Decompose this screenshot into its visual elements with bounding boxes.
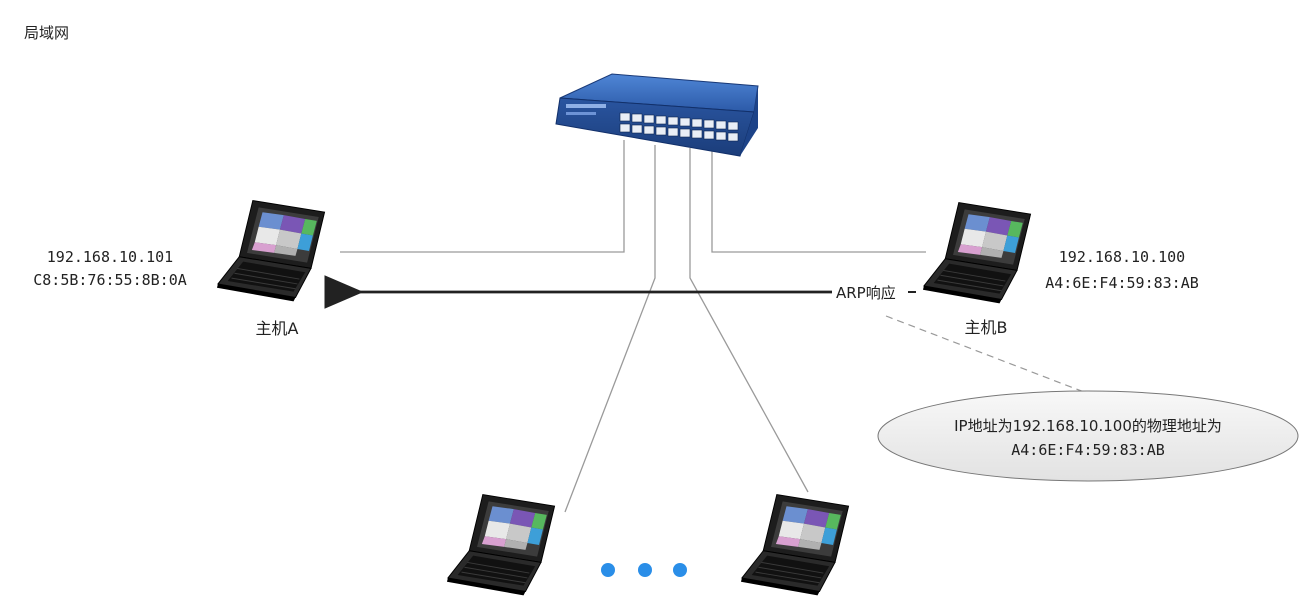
cable-host-b	[711, 150, 926, 253]
cable-bottom-left	[564, 145, 656, 513]
host-b-mac: A4:6E:F4:59:83:AB	[1045, 274, 1199, 292]
more-hosts-ellipsis	[601, 563, 687, 577]
diagram-title: 局域网	[24, 24, 69, 42]
callout-line2: A4:6E:F4:59:83:AB	[1011, 441, 1165, 459]
callout-line1: IP地址为192.168.10.100的物理地址为	[954, 417, 1222, 435]
cable-bottom-right	[689, 148, 809, 493]
bottom-left-laptop-icon	[446, 494, 556, 596]
bottom-right-laptop-icon	[740, 494, 850, 596]
switch	[555, 73, 759, 157]
host-a-name: 主机A	[256, 319, 299, 338]
callout-bubble	[877, 390, 1299, 482]
host-a-mac: C8:5B:76:55:8B:0A	[33, 271, 187, 289]
arp-response-label: ARP响应	[836, 284, 896, 302]
network-cables	[340, 140, 926, 513]
host-b-ip: 192.168.10.100	[1059, 248, 1185, 266]
host-a-ip: 192.168.10.101	[47, 248, 173, 266]
cable-host-a	[340, 140, 625, 253]
host-a-laptop-icon	[216, 200, 326, 302]
host-b-laptop-icon	[922, 202, 1032, 304]
host-b-name: 主机B	[965, 318, 1008, 337]
